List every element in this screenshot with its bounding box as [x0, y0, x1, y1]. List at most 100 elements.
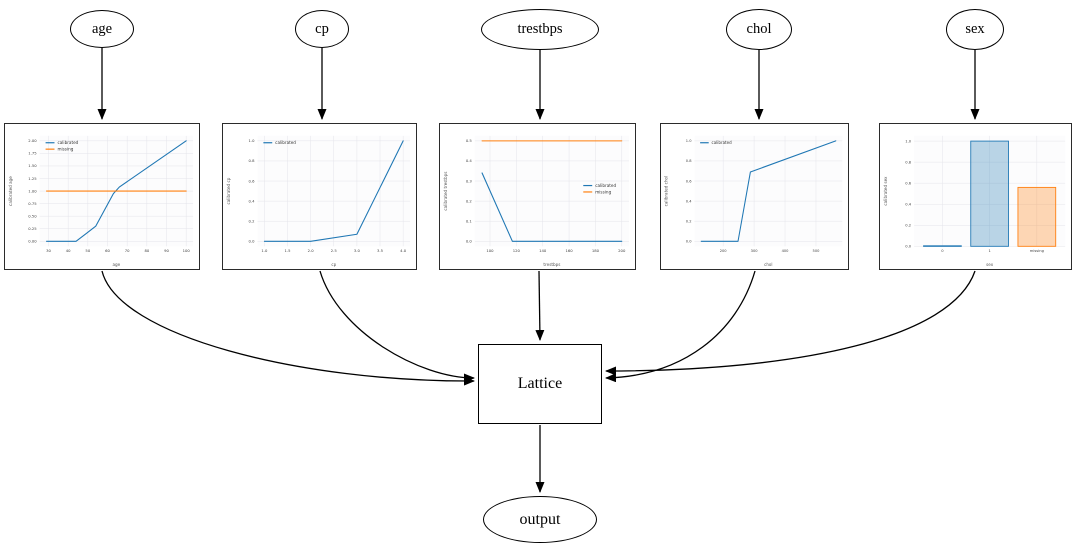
svg-text:0.00: 0.00 — [28, 240, 37, 244]
svg-text:60: 60 — [105, 249, 110, 253]
svg-text:0.2: 0.2 — [249, 219, 255, 223]
svg-text:0.6: 0.6 — [905, 181, 912, 185]
node-sex: sex — [946, 9, 1004, 50]
svg-text:100: 100 — [486, 249, 494, 253]
svg-text:trestbps: trestbps — [543, 262, 560, 267]
calibration-chart-age: 30 40 50 60 70 80 90 100 0.00 0.25 0.50 0.75 1.00 1.2… — [4, 123, 200, 270]
svg-text:70: 70 — [125, 249, 130, 253]
svg-text:2.0: 2.0 — [308, 249, 315, 253]
svg-text:1.5: 1.5 — [285, 249, 292, 253]
svg-text:40: 40 — [66, 249, 71, 253]
svg-text:0.0: 0.0 — [686, 240, 692, 244]
svg-text:1.0: 1.0 — [249, 139, 256, 143]
calibration-chart-age-plot: 30 40 50 60 70 80 90 100 0.00 0.25 0.50 0.75 1.00 1.2… — [8, 135, 194, 267]
edge-cp-to-lattice — [319, 270, 475, 383]
svg-text:200: 200 — [618, 249, 626, 253]
svg-text:500: 500 — [813, 249, 821, 253]
edge-age-to-lattice — [101, 270, 475, 386]
node-output: output — [483, 496, 597, 543]
svg-text:missing: missing — [57, 147, 73, 152]
svg-text:calibrated trestbps: calibrated trestbps — [443, 172, 448, 211]
svg-text:180: 180 — [592, 249, 600, 253]
svg-text:calibrated sex: calibrated sex — [883, 176, 888, 206]
svg-text:0.5: 0.5 — [466, 139, 473, 143]
svg-text:80: 80 — [144, 249, 149, 253]
edge-sex-to-lattice — [605, 270, 976, 376]
svg-text:2.5: 2.5 — [331, 249, 338, 253]
calibration-chart-chol: 200 300 400 500 0.0 0.2 0.4 0.6 0.8 1.0 calibrated… — [660, 123, 849, 270]
svg-text:0.0: 0.0 — [466, 240, 473, 244]
svg-text:0.3: 0.3 — [466, 179, 473, 183]
svg-text:0.50: 0.50 — [28, 214, 37, 218]
svg-text:3.5: 3.5 — [377, 249, 384, 253]
svg-text:0.8: 0.8 — [905, 160, 912, 164]
svg-text:missing: missing — [595, 189, 611, 194]
svg-text:30: 30 — [46, 249, 51, 253]
svg-text:0.4: 0.4 — [249, 199, 256, 203]
svg-text:missing: missing — [1030, 249, 1045, 253]
svg-text:age: age — [112, 262, 120, 267]
svg-text:400: 400 — [782, 249, 790, 253]
node-lattice: Lattice — [478, 344, 602, 424]
node-lattice-label: Lattice — [517, 375, 563, 392]
svg-text:calibrated: calibrated — [57, 140, 78, 145]
node-sex-label: sex — [965, 21, 985, 37]
node-age-label: age — [91, 20, 113, 37]
svg-text:200: 200 — [720, 249, 728, 253]
svg-text:0.0: 0.0 — [249, 240, 256, 244]
svg-text:0.75: 0.75 — [28, 202, 37, 206]
svg-text:0.4: 0.4 — [686, 199, 692, 203]
node-trestbps: trestbps — [481, 9, 599, 50]
svg-text:4.0: 4.0 — [400, 249, 407, 253]
svg-text:1.75: 1.75 — [28, 152, 37, 156]
svg-text:100: 100 — [183, 249, 191, 253]
node-chol: chol — [726, 9, 792, 50]
svg-text:calibrated: calibrated — [712, 140, 732, 145]
svg-text:sex: sex — [986, 262, 994, 267]
node-trestbps-label: trestbps — [517, 21, 563, 37]
edge-trestbps-to-lattice — [535, 270, 545, 341]
svg-text:0.25: 0.25 — [28, 227, 37, 231]
svg-text:1.0: 1.0 — [686, 139, 692, 143]
node-cp: cp — [295, 10, 349, 48]
svg-text:0.8: 0.8 — [686, 159, 692, 163]
svg-text:0.4: 0.4 — [905, 202, 912, 206]
node-chol-label: chol — [746, 21, 772, 37]
svg-text:calibrated chol: calibrated chol — [664, 176, 669, 207]
svg-text:1.00: 1.00 — [28, 189, 37, 193]
svg-text:0.2: 0.2 — [905, 224, 911, 228]
svg-text:0.1: 0.1 — [466, 219, 473, 223]
svg-text:0.2: 0.2 — [466, 199, 473, 203]
svg-text:calibrated: calibrated — [275, 140, 296, 145]
svg-text:90: 90 — [164, 249, 169, 253]
svg-text:50: 50 — [85, 249, 90, 253]
svg-text:cp: cp — [331, 262, 336, 267]
node-cp-label: cp — [315, 20, 329, 37]
svg-text:1.25: 1.25 — [28, 177, 37, 181]
svg-text:0.8: 0.8 — [249, 159, 256, 163]
svg-text:0.6: 0.6 — [686, 179, 692, 183]
svg-text:0.2: 0.2 — [686, 219, 692, 223]
svg-text:3.0: 3.0 — [354, 249, 361, 253]
svg-text:1.0: 1.0 — [261, 249, 268, 253]
node-output-label: output — [519, 510, 561, 528]
svg-text:2.00: 2.00 — [28, 139, 37, 143]
node-age: age — [70, 10, 134, 48]
svg-text:1: 1 — [988, 249, 991, 253]
edge-chol-to-lattice — [605, 270, 756, 383]
svg-text:chol: chol — [764, 262, 772, 267]
svg-text:1.50: 1.50 — [28, 164, 37, 168]
svg-text:0.4: 0.4 — [466, 159, 473, 163]
svg-text:300: 300 — [751, 249, 759, 253]
svg-text:120: 120 — [513, 249, 521, 253]
svg-text:0: 0 — [941, 249, 944, 253]
calibration-chart-chol-plot: 200 300 400 500 0.0 0.2 0.4 0.6 0.8 1.0 calibrated… — [664, 135, 843, 267]
svg-text:140: 140 — [539, 249, 547, 253]
